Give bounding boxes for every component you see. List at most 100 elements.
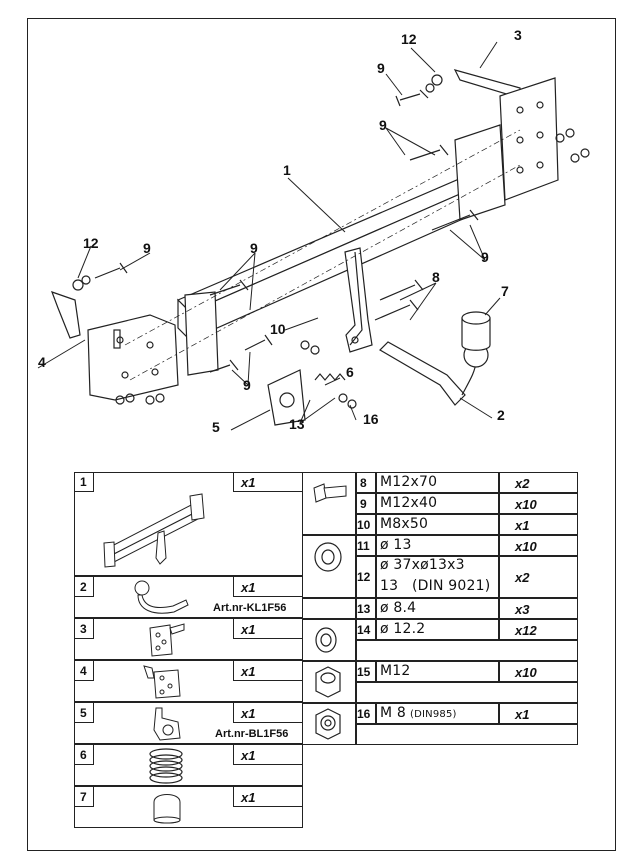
table-qty-cell (499, 472, 578, 493)
table-qty-cell (499, 493, 578, 514)
part-spec: M12x40 (380, 495, 438, 511)
part-number: 1 (80, 475, 87, 489)
right-bracket-thumbnail (149, 623, 185, 657)
callout-9: 9 (243, 377, 251, 393)
callout-9: 9 (250, 240, 258, 256)
table-spacer-row (356, 640, 578, 661)
table-row-number-cell (74, 618, 94, 639)
part-quantity: x1 (515, 707, 530, 722)
table-row (74, 786, 303, 828)
part-number: 5 (80, 706, 87, 720)
part-spec: ø 37xø13x3 (380, 557, 465, 573)
part-quantity: x1 (241, 580, 256, 595)
table-row-number-cell (356, 535, 376, 556)
washer-icon (314, 542, 342, 572)
part-number: 14 (357, 623, 371, 637)
washer-image-cell (302, 598, 356, 619)
table-row-number-cell (356, 493, 376, 514)
part-quantity: x2 (515, 570, 530, 585)
table-spacer-row (356, 682, 578, 703)
table-qty-cell (499, 661, 578, 682)
table-spec-cell (376, 598, 499, 619)
washer-image-cell (302, 535, 356, 598)
right-bracket-part-3 (453, 69, 559, 221)
table-qty-cell (233, 786, 303, 807)
part-number: 7 (80, 790, 87, 804)
table-spec-cell (376, 493, 499, 514)
table-row-number-cell (356, 598, 376, 619)
part-spec-standard: (DIN 9021) (412, 578, 491, 594)
table-row-number-cell (356, 661, 376, 682)
callout-9: 9 (481, 249, 489, 265)
part-spec: ø 13 (380, 537, 412, 553)
table-row-number-cell (356, 619, 376, 640)
locknut-image-cell (302, 703, 356, 745)
callout-4: 4 (38, 354, 46, 370)
table-spec-cell (376, 619, 499, 640)
part-quantity: x1 (241, 475, 256, 490)
ball-cap-thumbnail (153, 794, 181, 824)
part-spec-line-2: 13 (380, 578, 399, 594)
part-number: 15 (357, 665, 371, 679)
callout-5: 5 (212, 419, 220, 435)
part-spec: M 8 (380, 705, 407, 721)
drawing-frame (27, 18, 616, 851)
table-row-number-cell (74, 576, 94, 597)
table-spec-cell (376, 661, 499, 682)
callout-13: 13 (289, 416, 305, 432)
table-qty-cell (499, 619, 578, 640)
washers-and-nuts (72, 74, 590, 409)
callout-12: 12 (401, 31, 417, 47)
table-qty-cell (499, 556, 578, 598)
part-number: 16 (357, 707, 371, 721)
table-qty-cell (233, 744, 303, 765)
exploded-assembly-drawing: 1 3 12 9 9 9 9 9 12 4 7 8 10 6 9 5 13 16… (37, 27, 590, 435)
table-row-number-cell (74, 744, 94, 765)
article-number: Art.nr-BL1F56 (215, 728, 289, 740)
nut-icon (315, 666, 341, 698)
part-number: 13 (357, 602, 371, 616)
table-row-number-cell (356, 703, 376, 724)
part-number: 4 (80, 664, 87, 678)
callout-16: 16 (363, 411, 379, 427)
bolt-image-cell (302, 472, 356, 535)
table-spec-cell (376, 535, 499, 556)
table-row-number-cell (74, 702, 94, 723)
table-row-number-cell (74, 472, 94, 492)
callout-8: 8 (432, 269, 440, 285)
part-quantity: x3 (515, 602, 530, 617)
centerlines (124, 129, 521, 381)
callout-9: 9 (377, 60, 385, 76)
part-spec: ø 8.4 (380, 600, 417, 616)
callout-3: 3 (514, 27, 522, 43)
ball-cap-part-7 (461, 311, 491, 351)
part-quantity: x1 (241, 790, 256, 805)
table-spec-cell (376, 472, 499, 493)
table-spec-cell (376, 514, 499, 535)
part-quantity: x1 (241, 664, 256, 679)
callout-12: 12 (83, 235, 99, 251)
part-quantity: x1 (241, 622, 256, 637)
callout-9: 9 (143, 240, 151, 256)
table-row-number-cell (356, 514, 376, 535)
bolt-icon (313, 483, 347, 503)
crossbeam-part-1 (176, 169, 494, 353)
table-spec-cell (376, 703, 499, 724)
part-number: 11 (357, 539, 370, 553)
part-quantity: x1 (515, 518, 530, 533)
towball-part-2 (379, 341, 489, 406)
left-bracket-thumbnail (143, 665, 181, 699)
part-quantity: x10 (515, 665, 537, 680)
part-number: 9 (360, 497, 367, 511)
leader-lines (37, 41, 501, 431)
callout-7: 7 (501, 283, 509, 299)
table-row (74, 744, 303, 786)
table-spec-cell (376, 556, 499, 598)
nut-image-cell (302, 661, 356, 703)
callout-10: 10 (270, 321, 286, 337)
locknut-icon (315, 708, 341, 740)
table-qty-cell (499, 535, 578, 556)
part-spec: ø 12.2 (380, 621, 426, 637)
spring-washer-image-cell (302, 619, 356, 661)
article-number: Art.nr-KL1F56 (213, 602, 287, 614)
